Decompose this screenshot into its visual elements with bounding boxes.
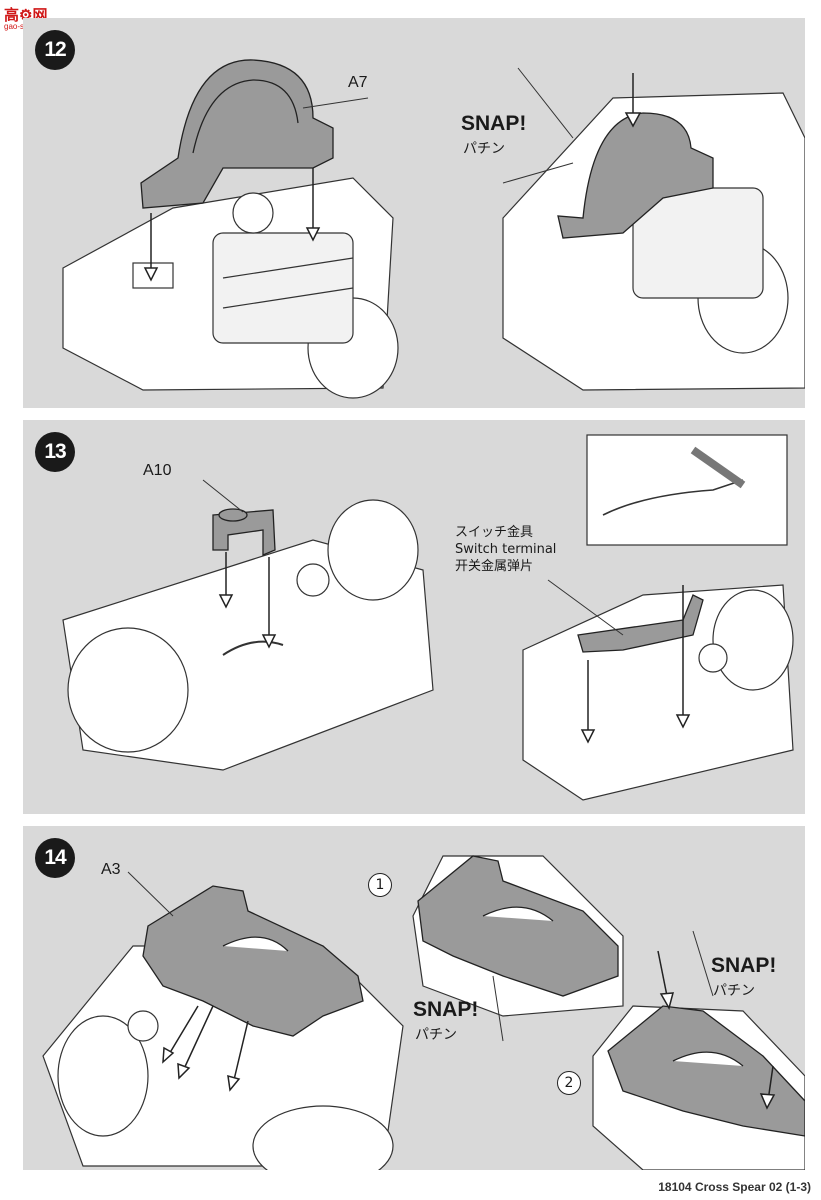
chassis-right-drawing: [502, 92, 805, 391]
step-number-badge: 12: [35, 30, 75, 70]
chassis-right-drawing: [522, 584, 794, 801]
arrow-down-right: [624, 73, 642, 128]
snap-label-left-jp: パチン: [415, 1027, 457, 1043]
switch-terminal-label-jp: スイッチ金具: [455, 525, 534, 540]
switch-terminal-label-cn: 开关金属弹片: [455, 559, 534, 574]
chassis-left-drawing: [62, 177, 399, 399]
switch-terminal-label-en: Switch terminal: [455, 542, 557, 557]
arrow-down-a3: [162, 1005, 249, 1092]
part-label-a7: A7: [348, 74, 368, 91]
part-switch-terminal: [577, 594, 704, 653]
part-a3-left: [142, 885, 364, 1037]
arrow-down-a10: [218, 552, 277, 649]
snap-label-right: SNAP!: [711, 954, 777, 977]
step-12-panel: 12: [23, 18, 805, 408]
part-a7-right: [557, 112, 714, 239]
snap-label-right-jp: パチン: [713, 983, 755, 999]
snap-label-jp: パチン: [463, 141, 505, 157]
snap-label: SNAP!: [461, 112, 527, 135]
part-a7-left: [140, 59, 334, 209]
part-label-a3: A3: [101, 861, 121, 878]
step-13-panel: 13: [23, 420, 805, 814]
footer-text: 18104 Cross Spear 02 (1-3): [658, 1180, 811, 1194]
snap-label-left: SNAP!: [413, 998, 479, 1021]
part-a3-right-lower: [607, 1005, 805, 1137]
step-13-illustration: [62, 434, 794, 801]
arrow-down-left: [143, 168, 321, 282]
step-12-illustration: [62, 59, 805, 399]
step-number-badge: 13: [35, 432, 75, 472]
part-a3-right-upper: [417, 855, 619, 997]
step-14-illustration: [42, 855, 805, 1170]
step-14-panel: 14: [23, 826, 805, 1170]
part-a10-left: [212, 508, 276, 556]
sub-step-1-marker: 1: [368, 873, 392, 897]
sub-step-2-marker: 2: [557, 1071, 581, 1095]
step-number-badge: 14: [35, 838, 75, 878]
switch-terminal-inset: [586, 434, 788, 546]
arrow-down-terminal: [580, 585, 691, 744]
chassis-left-drawing: [62, 499, 434, 771]
part-label-a10: A10: [143, 462, 172, 479]
arrow-down-snap: [657, 950, 776, 1110]
